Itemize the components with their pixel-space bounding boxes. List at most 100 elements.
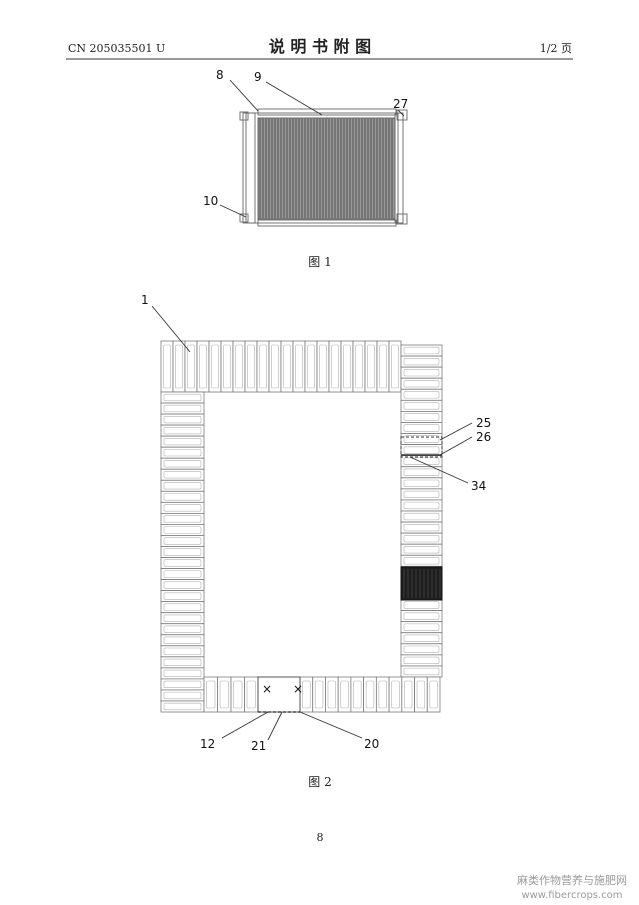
bottom-gate: [257, 676, 301, 713]
leader-1: [151, 305, 191, 353]
conveyor-slat: [160, 435, 205, 448]
fig1-right-bottom-block: [396, 213, 408, 225]
conveyor-slat: [400, 433, 443, 445]
conveyor-slat: [312, 676, 326, 713]
slat-roller: [403, 457, 440, 465]
slat-roller: [283, 344, 291, 389]
conveyor-slat: [400, 643, 443, 656]
label-9: 9: [254, 70, 262, 84]
slat-roller: [403, 346, 440, 355]
conveyor-slat: [400, 410, 443, 423]
page-number: 8: [317, 831, 324, 844]
conveyor-slat: [400, 377, 443, 390]
slat-roller: [223, 344, 231, 389]
gate-mark-right: ×: [293, 682, 303, 696]
page-indicator: 1/2 页: [540, 42, 572, 55]
slat-roller: [355, 344, 363, 389]
conveyor-slat: [400, 388, 443, 401]
conveyor-slat: [208, 340, 222, 393]
slat-roller: [163, 559, 202, 567]
conveyor-slat: [217, 676, 232, 713]
slat-roller: [163, 404, 202, 413]
leader-12: [221, 711, 269, 739]
slat-roller: [403, 413, 440, 421]
conveyor-slat: [376, 340, 390, 393]
conveyor-slat: [160, 535, 205, 547]
leader-21: [267, 711, 283, 741]
slat-roller: [163, 415, 202, 424]
leader-10: [219, 204, 247, 218]
label-27: 27: [393, 97, 408, 111]
figure-1: 8 9 27 10 图 1: [203, 68, 408, 269]
conveyor-slat: [364, 340, 378, 393]
conveyor-slat: [400, 366, 443, 379]
label-20: 20: [364, 737, 379, 751]
conveyor-slat: [325, 676, 339, 713]
label-1: 1: [141, 293, 149, 307]
slat-roller: [163, 460, 202, 468]
conveyor-slat: [160, 457, 205, 470]
slat-roller: [163, 702, 202, 711]
leader-26: [439, 436, 473, 456]
slat-roller: [403, 468, 440, 476]
conveyor-slat: [400, 477, 443, 490]
conveyor-slat: [400, 543, 443, 556]
slat-roller: [163, 493, 202, 501]
slat-roller: [403, 380, 440, 388]
slat-roller: [247, 344, 255, 389]
conveyor-slat: [160, 468, 205, 481]
conveyor-slat: [160, 700, 205, 713]
slat-roller: [403, 369, 440, 377]
conveyor-slat: [363, 676, 377, 713]
slat-roller: [163, 625, 202, 633]
slat-roller: [219, 680, 229, 709]
slat-roller: [233, 680, 243, 709]
conveyor-slat: [244, 676, 259, 713]
slat-roller: [235, 344, 243, 389]
slat-roller: [307, 344, 315, 389]
leader-20: [299, 711, 363, 739]
conveyor-slat: [352, 340, 366, 393]
slat-roller: [163, 636, 202, 644]
slat-roller: [211, 344, 219, 389]
slat-roller: [163, 658, 202, 666]
conveyor-slat: [400, 521, 443, 534]
conveyor-slat: [400, 654, 443, 667]
slat-roller: [403, 656, 440, 665]
conveyor-left-column: [160, 391, 205, 713]
slat-roller: [404, 680, 413, 709]
slat-roller: [163, 344, 171, 389]
slat-roller: [163, 438, 202, 446]
conveyor-slat: [160, 667, 205, 680]
slat-roller: [163, 603, 202, 611]
slat-roller: [403, 623, 440, 631]
conveyor-slat: [400, 510, 443, 523]
slat-roller: [206, 680, 216, 709]
conveyor-slat: [160, 590, 205, 603]
conveyor-slat: [160, 656, 205, 669]
conveyor-slat: [350, 676, 365, 713]
leader-34: [409, 456, 469, 484]
slat-roller: [403, 357, 440, 366]
conveyor-slat: [400, 344, 443, 357]
figure-1-caption: 图 1: [308, 255, 331, 269]
fig1-left-end: [242, 112, 256, 224]
slat-roller: [403, 645, 440, 653]
slat-roller: [163, 570, 202, 578]
slat-roller: [403, 535, 440, 543]
slat-roller: [163, 548, 202, 556]
watermark-url: www.fibercrops.com: [521, 890, 622, 901]
conveyor-slat: [400, 599, 443, 611]
slat-roller: [314, 680, 324, 709]
slat-roller: [403, 612, 440, 620]
conveyor-slat: [401, 676, 415, 713]
slat-roller: [403, 523, 440, 532]
conveyor-right-column: [400, 344, 443, 678]
slat-roller: [403, 446, 440, 454]
figure-2: × × 1 25 26 34 12 21 20 图 2: [141, 293, 491, 789]
figure-2-caption: 图 2: [308, 775, 331, 789]
slat-roller: [163, 669, 202, 677]
slat-roller: [163, 680, 202, 689]
fig1-outer-frame: [245, 112, 399, 224]
